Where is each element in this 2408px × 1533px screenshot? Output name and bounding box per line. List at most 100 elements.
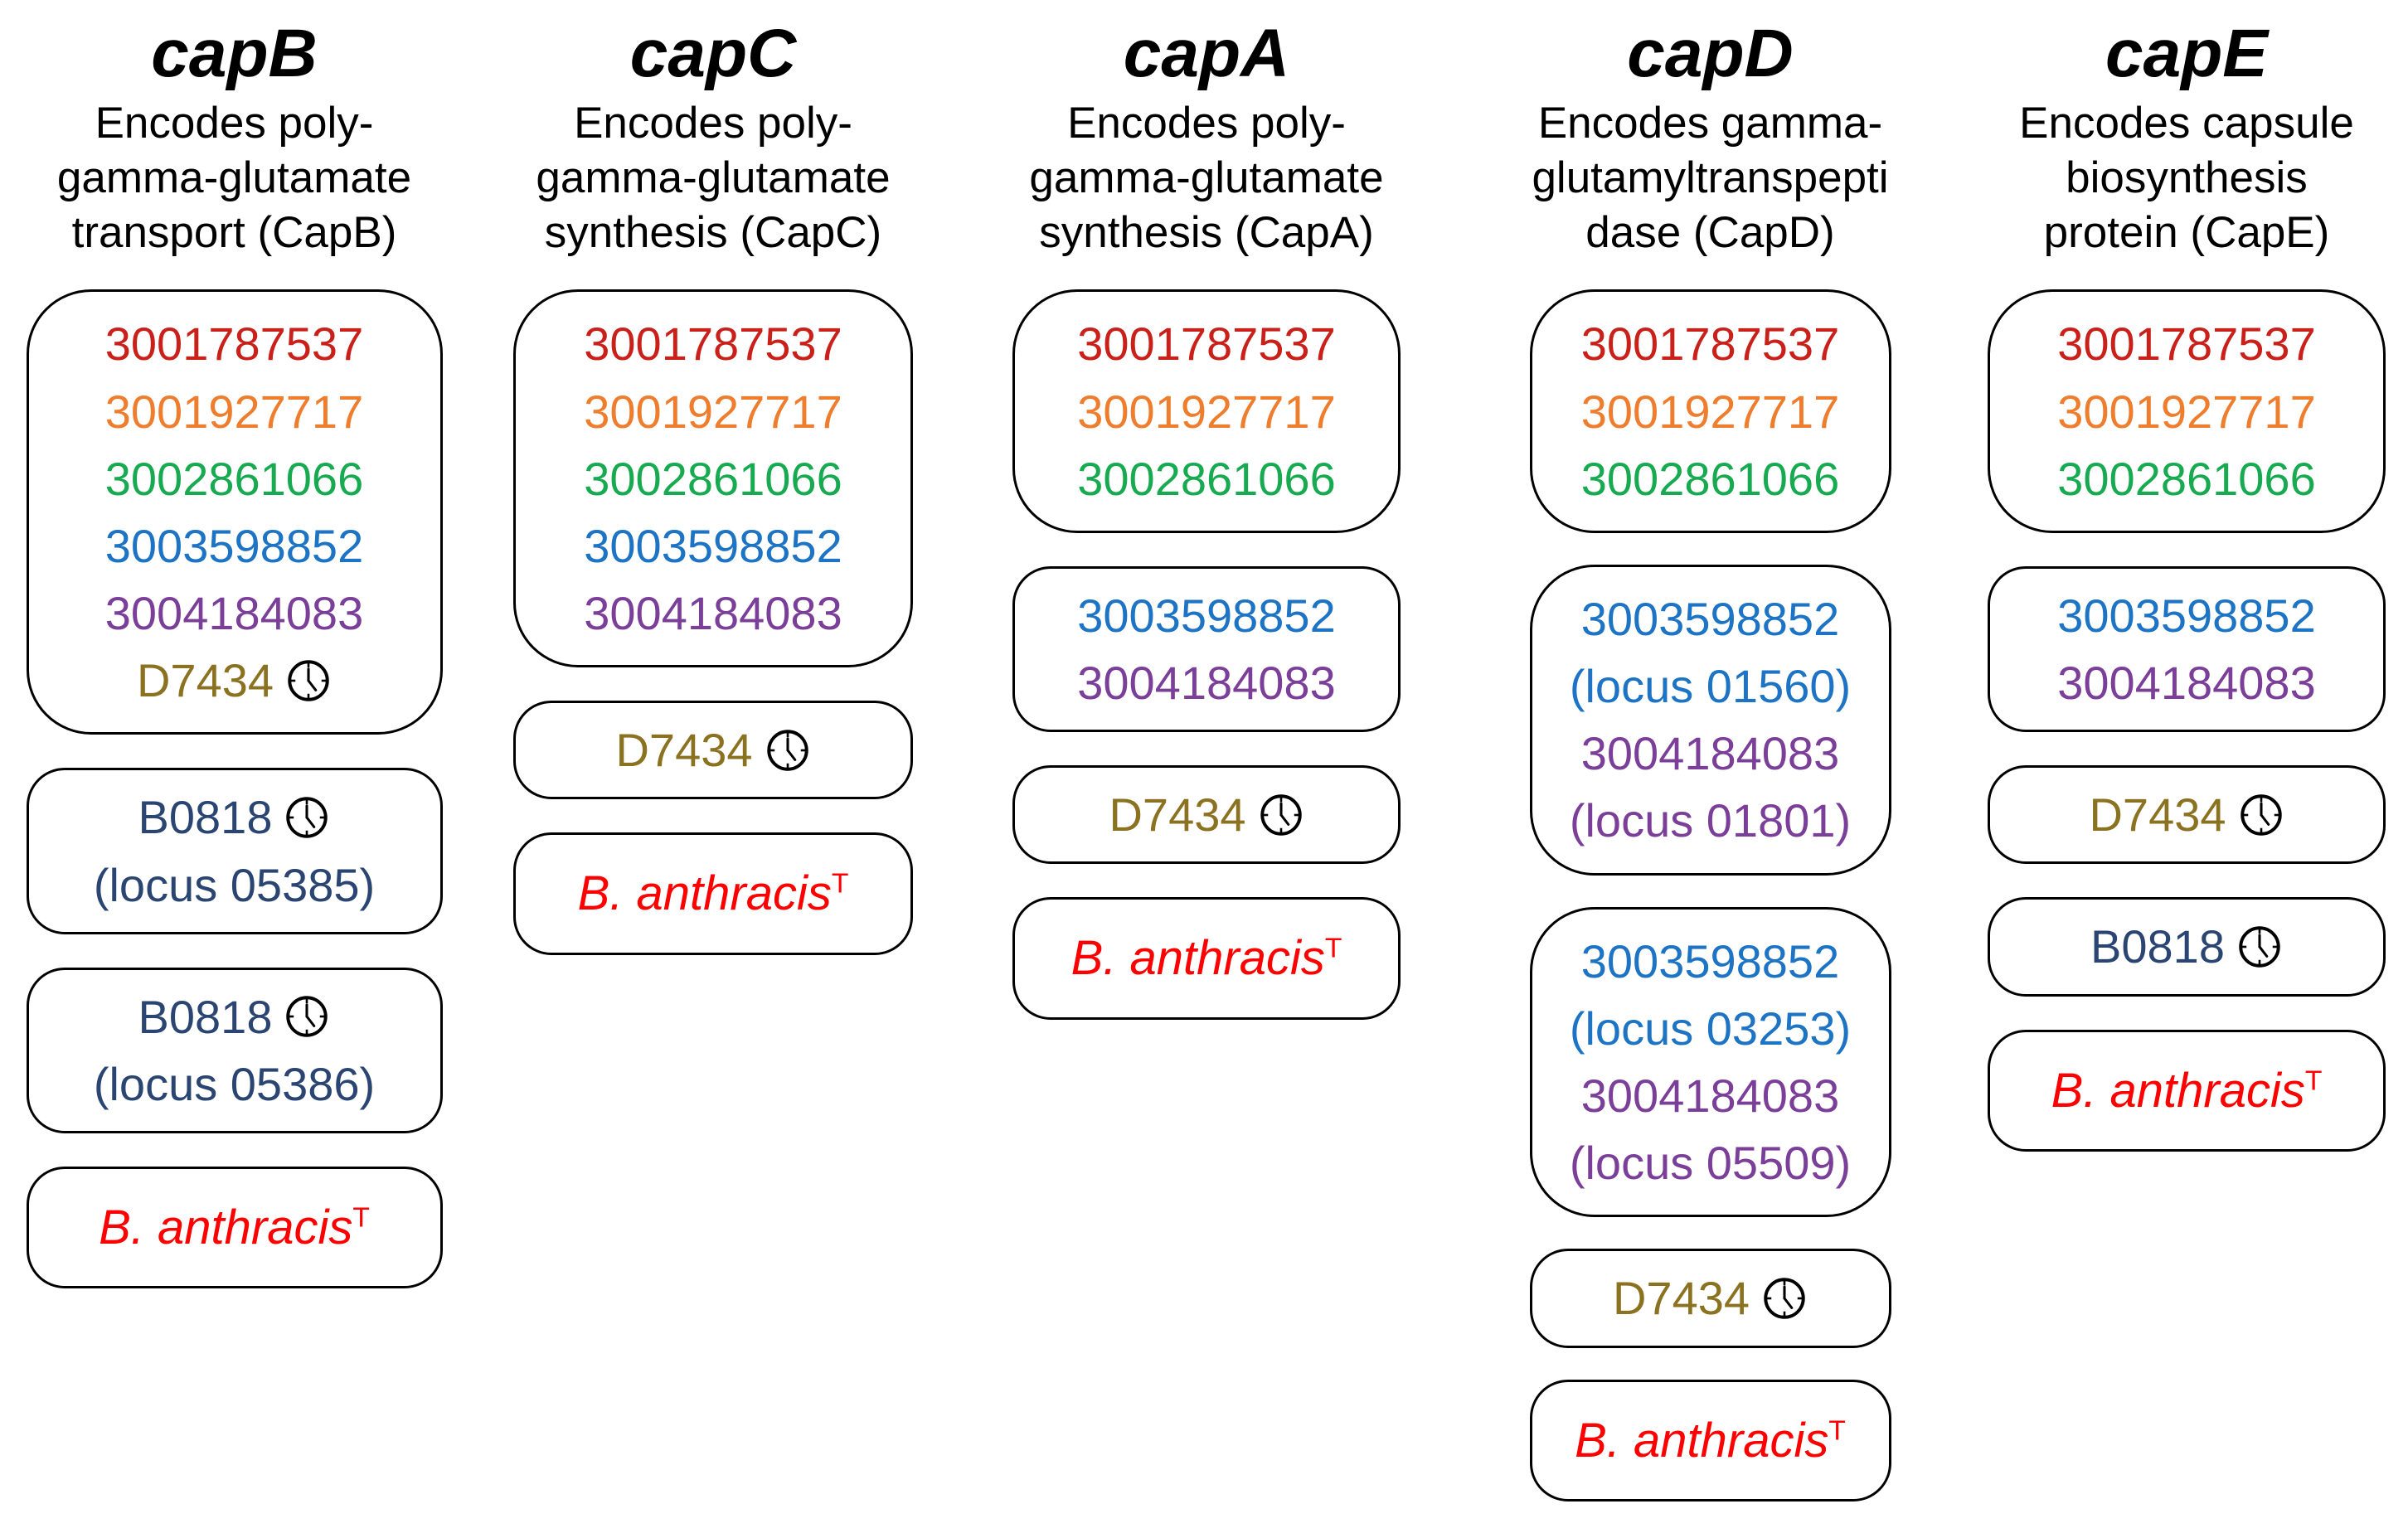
type-strain-superscript: T <box>352 1202 370 1234</box>
genome-id-line: 3002861066 <box>1077 445 1335 512</box>
genome-id-text: 3004184083 <box>2057 657 2316 710</box>
gene-description-line: Encodes gamma- <box>1537 99 1883 148</box>
id-box: 3001787537 3001927717 3002861066 <box>1012 289 1401 533</box>
gene-description-line: Encodes capsule <box>2019 99 2354 148</box>
id-box: B. anthracisT <box>1529 1379 1891 1501</box>
type-strain-label: B. anthracisT <box>1071 913 1342 1003</box>
genome-id-line: D7434 <box>137 647 332 714</box>
type-strain-superscript: T <box>1324 934 1342 965</box>
clock-icon <box>288 660 329 701</box>
genome-id-text: D7434 <box>136 654 274 707</box>
genome-id-line: 3003598852 <box>105 512 363 580</box>
clock-icon <box>766 730 808 771</box>
genome-id-text: 3004184083 <box>1580 1070 1840 1123</box>
genome-id-text: 3004184083 <box>1580 727 1840 780</box>
gene-title: capB <box>151 16 318 91</box>
genome-id-line: 3004184083 <box>2057 649 2315 716</box>
genome-id-text: 3002861066 <box>1580 452 1840 505</box>
genome-id-text: 3001787537 <box>584 318 842 371</box>
id-box: B0818 (locus 05385) <box>26 768 443 934</box>
genome-id-text: B0818 <box>138 791 273 844</box>
genome-id-line: 3001787537 <box>2057 310 2315 377</box>
locus-line: (locus 01560) <box>1570 652 1851 720</box>
clock-icon <box>1260 794 1302 836</box>
genome-id-text: 3002861066 <box>2057 452 2316 505</box>
id-box: 3003598852 (locus 01560) 3004184083 (locus … <box>1529 564 1891 876</box>
type-strain-superscript: T <box>2304 1065 2323 1097</box>
locus-line: (locus 01801) <box>1570 787 1851 854</box>
gene-description-line: biosynthesis <box>2066 153 2308 202</box>
id-box: 3003598852(locus 03253)3004184083(locus … <box>1529 906 1891 1218</box>
type-strain-label: B. anthracisT <box>99 1182 370 1273</box>
id-box: D7434 <box>513 701 913 800</box>
genome-id-line: 3001927717 <box>584 378 842 445</box>
type-strain-name: B. anthracis <box>1070 931 1325 986</box>
genome-id-line: B0818 <box>2090 913 2283 980</box>
gene-title: capA <box>1123 16 1290 91</box>
genome-id-line: 3001787537 <box>1581 310 1839 377</box>
genome-id-text: 3003598852 <box>1580 934 1840 987</box>
type-strain-label: B. anthracisT <box>2051 1045 2323 1136</box>
genome-id-line: 3002861066 <box>1581 445 1839 512</box>
type-strain-name: B. anthracis <box>577 866 832 921</box>
genome-id-text: (locus 01560) <box>1569 660 1852 713</box>
genome-id-line: 3002861066 <box>2057 445 2315 512</box>
genome-id-line: 3001927717 <box>2057 378 2315 445</box>
genome-id-text: 3001927717 <box>2057 385 2316 438</box>
genome-id-text: B0818 <box>138 990 273 1043</box>
gene-title: capD <box>1627 16 1794 91</box>
genome-id-line: 3004184083 <box>105 580 363 647</box>
id-box: B. anthracisT <box>1012 897 1401 1020</box>
genome-id-text: 3002861066 <box>104 452 364 505</box>
genome-id-line: 3004184083 <box>1077 649 1335 716</box>
type-strain-name: B. anthracis <box>1575 1413 1829 1468</box>
id-box: B. anthracisT <box>26 1167 443 1289</box>
genome-id-text: 3001927717 <box>104 385 364 438</box>
genome-id-text: 3001787537 <box>2057 318 2316 371</box>
id-box: 3001787537 3001927717 3002861066 3003598852… <box>26 289 443 735</box>
gene-description-line: gamma-glutamate <box>56 153 412 202</box>
genome-id-text: 3001787537 <box>1580 318 1840 371</box>
genome-id-text: 3001927717 <box>1077 385 1336 438</box>
genome-id-text: 3003598852 <box>2057 589 2316 642</box>
genome-id-line: 3004184083 <box>1581 720 1839 787</box>
genome-id-text: 3004184083 <box>104 587 364 640</box>
genome-id-line: 3003598852 <box>2057 582 2315 649</box>
genome-id-text: B0818 <box>2090 920 2225 973</box>
genome-id-line: D7434 <box>1109 781 1304 848</box>
id-box: B0818 (locus 05386) <box>26 967 443 1134</box>
gene-description-line: Encodes poly- <box>95 99 374 148</box>
genome-id-text: D7434 <box>1612 1272 1750 1325</box>
genome-id-text: 3003598852 <box>584 519 842 572</box>
genome-id-line: 3003598852 <box>1581 928 1839 995</box>
id-box: D7434 <box>1529 1249 1891 1348</box>
genome-id-text: 3001787537 <box>1077 318 1336 371</box>
type-strain-name: B. anthracis <box>2051 1063 2305 1118</box>
genome-id-text: 3003598852 <box>104 519 364 572</box>
genome-id-text: (locus 05386) <box>93 1058 376 1111</box>
clock-icon <box>286 797 328 838</box>
gene-description-line: synthesis (CapA) <box>1039 207 1374 257</box>
genome-id-text: 3003598852 <box>1580 592 1840 645</box>
gene-description-line: gamma-glutamate <box>536 153 891 202</box>
gene-description-line: Encodes poly- <box>1067 99 1346 148</box>
genome-id-line: 3001787537 <box>105 310 363 377</box>
gene-description-line: transport (CapB) <box>71 207 397 257</box>
type-strain-label: B. anthracisT <box>1575 1395 1846 1486</box>
gene-title: capC <box>629 16 797 91</box>
genome-id-text: (locus 01801) <box>1569 794 1852 847</box>
gene-description-line: synthesis (CapC) <box>544 207 882 257</box>
type-strain-superscript: T <box>831 869 849 900</box>
id-box: B. anthracisT <box>513 832 913 955</box>
gene-description-line: dase (CapD) <box>1585 207 1835 257</box>
locus-line: (locus 05385) <box>94 851 375 919</box>
genome-id-line: 3004184083 <box>584 580 842 647</box>
